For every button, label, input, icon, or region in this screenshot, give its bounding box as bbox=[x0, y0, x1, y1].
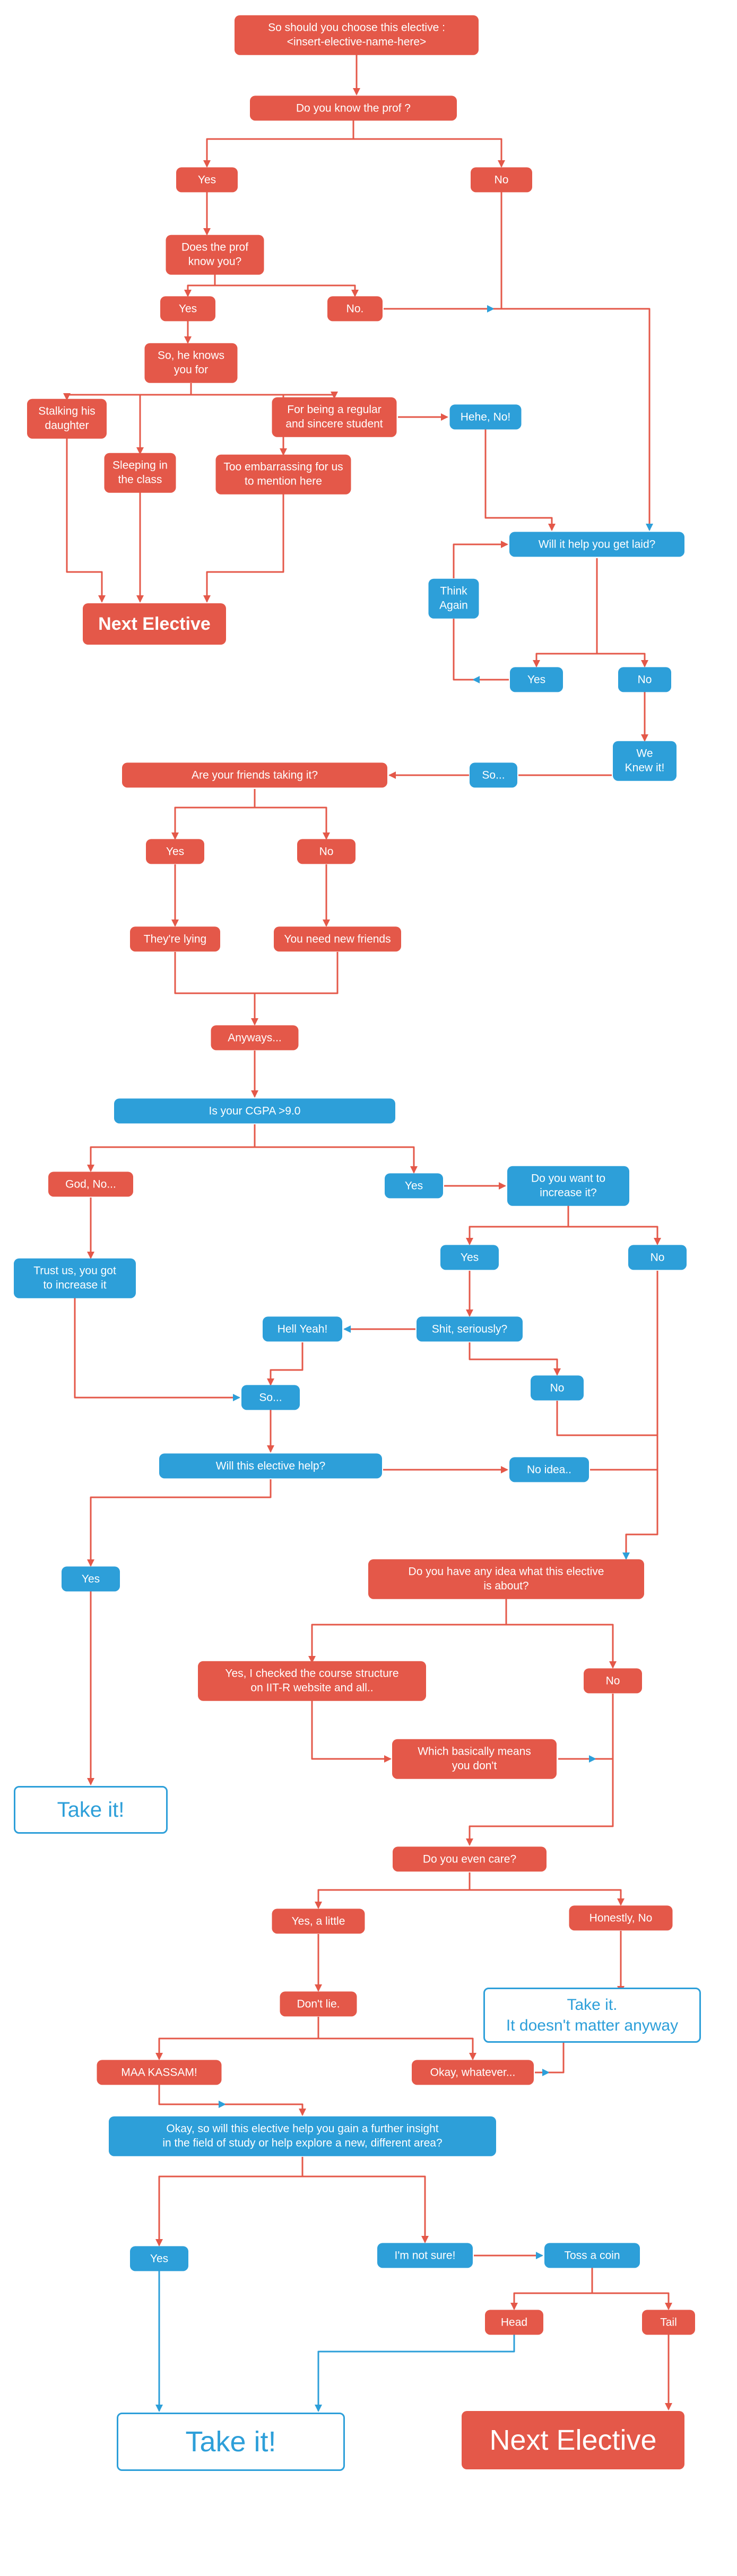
node-q-even-care: Do you even care? bbox=[393, 1846, 547, 1872]
node-yes-get-laid: Yes bbox=[510, 667, 563, 692]
node-no-seriously: No bbox=[531, 1375, 584, 1401]
node-no-increase: No bbox=[628, 1245, 687, 1270]
node-so-2: So... bbox=[241, 1385, 300, 1410]
node-too-embarrassing: Too embarrassing for us to mention here bbox=[215, 454, 351, 495]
node-im-not-sure: I'm not sure! bbox=[377, 2243, 473, 2268]
node-q-increase: Do you want to increase it? bbox=[507, 1166, 629, 1206]
node-shit-seriously: Shit, seriously? bbox=[417, 1316, 523, 1342]
node-no-prof-knows: No. bbox=[327, 296, 383, 322]
node-head: Head bbox=[485, 2310, 543, 2335]
node-sleeping-class: Sleeping in the class bbox=[104, 453, 176, 493]
node-q-idea-about: Do you have any idea what this elective … bbox=[368, 1559, 644, 1599]
node-no-idea-about: No bbox=[584, 1668, 642, 1694]
node-trust-us: Trust us, you got to increase it bbox=[14, 1258, 136, 1298]
node-no-know-prof: No bbox=[471, 167, 532, 193]
node-yes-a-little: Yes, a little bbox=[272, 1909, 365, 1934]
node-q-cgpa: Is your CGPA >9.0 bbox=[114, 1098, 395, 1124]
red-connectors bbox=[63, 54, 672, 2410]
node-think-again: Think Again bbox=[428, 578, 479, 619]
node-maa-kassam: MAA KASSAM! bbox=[97, 2060, 222, 2085]
node-checked-structure: Yes, I checked the course structure on I… bbox=[198, 1661, 426, 1701]
node-yes-cgpa: Yes bbox=[385, 1173, 443, 1199]
node-no-friends: No bbox=[297, 839, 356, 864]
node-q-know-prof: Do you know the prof ? bbox=[250, 96, 457, 121]
node-q-elective-help: Will this elective help? bbox=[159, 1453, 382, 1479]
node-honestly-no: Honestly, No bbox=[569, 1905, 673, 1931]
node-we-knew-it: We Knew it! bbox=[613, 741, 677, 781]
node-toss-a-coin: Toss a coin bbox=[544, 2243, 640, 2268]
node-no-idea: No idea.. bbox=[509, 1457, 589, 1482]
node-q-get-laid: Will it help you get laid? bbox=[509, 532, 684, 557]
node-god-no: God, No... bbox=[48, 1172, 133, 1197]
node-dont-lie: Don't lie. bbox=[280, 1991, 357, 2017]
node-yes-help: Yes bbox=[62, 1566, 120, 1592]
node-need-new-friends: You need new friends bbox=[274, 926, 401, 952]
node-means-you-dont: Which basically means you don't bbox=[392, 1739, 557, 1779]
node-next-elective-top: Next Elective bbox=[83, 603, 226, 645]
node-next-elective-final: Next Elective bbox=[462, 2411, 684, 2469]
node-start: So should you choose this elective : <in… bbox=[235, 15, 479, 55]
node-tail: Tail bbox=[642, 2310, 695, 2335]
node-so-1: So... bbox=[470, 762, 517, 788]
node-knows-you-for: So, he knows you for bbox=[144, 343, 238, 383]
node-okay-whatever: Okay, whatever... bbox=[412, 2060, 534, 2085]
node-q-prof-know-you: Does the prof know you? bbox=[166, 235, 264, 275]
node-yes-insight: Yes bbox=[130, 2246, 188, 2271]
node-hell-yeah: Hell Yeah! bbox=[263, 1316, 342, 1342]
node-take-it-1: Take it! bbox=[14, 1786, 168, 1834]
node-yes-prof-knows: Yes bbox=[160, 296, 215, 322]
node-q-friends-taking: Are your friends taking it? bbox=[122, 762, 387, 788]
node-regular-sincere: For being a regular and sincere student bbox=[272, 397, 397, 437]
node-stalking-daughter: Stalking his daughter bbox=[27, 398, 107, 439]
node-take-it-2: Take it. It doesn't matter anyway bbox=[483, 1988, 701, 2043]
node-yes-friends: Yes bbox=[146, 839, 204, 864]
node-q-insight: Okay, so will this elective help you gai… bbox=[109, 2116, 496, 2156]
node-theyre-lying: They're lying bbox=[130, 926, 220, 952]
blue-connectors bbox=[155, 2271, 515, 2412]
node-take-it-final: Take it! bbox=[117, 2413, 345, 2471]
node-no-get-laid: No bbox=[618, 667, 671, 692]
node-yes-increase: Yes bbox=[440, 1245, 499, 1270]
node-yes-know-prof: Yes bbox=[176, 167, 238, 193]
node-hehe-no: Hehe, No! bbox=[449, 404, 522, 430]
node-anyways: Anyways... bbox=[211, 1025, 299, 1051]
